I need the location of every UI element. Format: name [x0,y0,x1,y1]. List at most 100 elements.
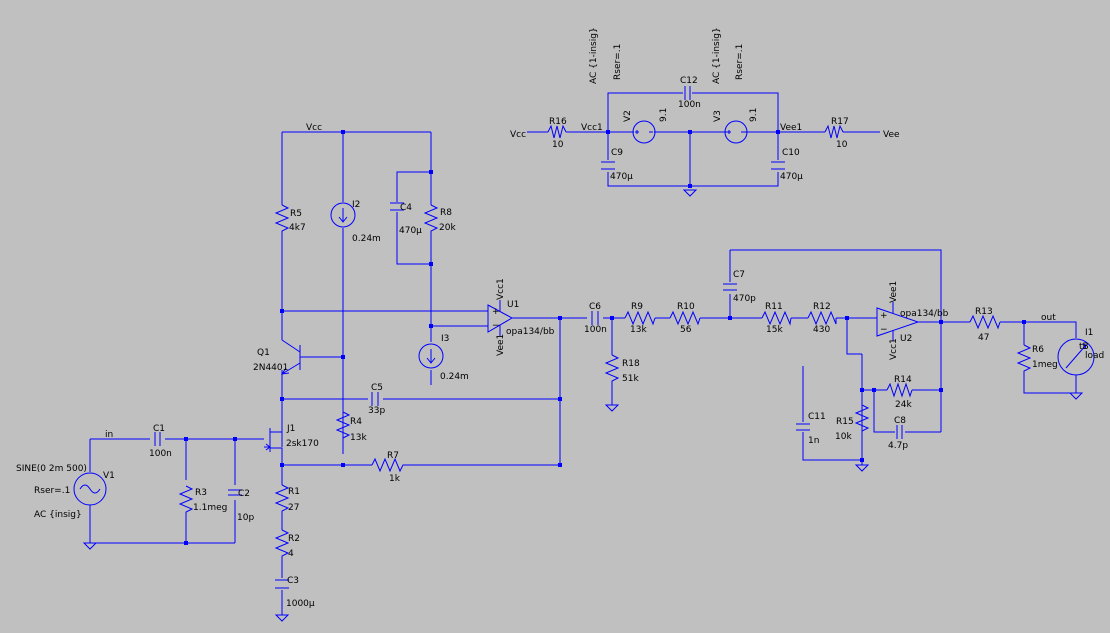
resistor-R5 [274,204,290,235]
opamp-U1-model: opa134/bb [506,327,555,337]
net-label-vee1: Vee1 [780,123,802,133]
capacitor-C6 [591,311,599,325]
resistor-R4-value: 13k [350,433,367,443]
opamp-U1: + − [487,300,514,336]
resistor-R7-value: 1k [389,474,401,484]
ground-symbol [1068,392,1084,400]
resistor-R4 [335,411,351,439]
resistor-R16 [547,124,567,139]
ground-symbol [274,614,290,622]
resistor-R18 [604,354,620,385]
net-label-vcc: Vcc [306,123,322,133]
resistor-R9-name: R9 [631,302,643,312]
resistor-R5-name: R5 [290,209,302,219]
wires [89,92,1077,615]
voltage-source-V1 [73,472,107,506]
resistor-R14-value: 24k [895,400,912,410]
capacitor-C3-name: C3 [287,576,299,586]
capacitor-C12-name: C12 [680,76,698,86]
net-label-out: out [1041,313,1056,323]
resistor-R13 [969,314,1001,330]
resistor-R15-name: R15 [836,417,854,427]
capacitor-C9-value: 470µ [610,172,633,182]
capacitor-symbols [154,86,903,589]
resistor-R4-name: R4 [350,417,362,427]
source-I1-tag: tB [1079,342,1089,352]
source-V2-value: 9.1 [659,108,669,122]
capacitor-C11-name: C11 [808,412,826,422]
resistor-R16-value: 10 [552,140,564,150]
net-label-vcc1: Vcc1 [581,123,603,133]
opamp-U2-vpos: Vee1 [889,281,899,303]
capacitor-C10-name: C10 [782,148,800,158]
capacitor-C2 [228,489,242,496]
resistor-R16-name: R16 [549,117,567,127]
resistor-R7-name: R7 [387,451,399,461]
opamp-U2: + − [876,302,920,341]
capacitor-C7-value: 470p [733,294,756,304]
capacitor-C4 [390,202,404,211]
capacitor-C10 [771,161,785,170]
resistor-R15 [854,404,870,438]
capacitor-C5-name: C5 [371,383,383,393]
capacitor-C12 [684,86,691,100]
capacitor-C7 [723,283,737,291]
resistor-R1 [274,484,290,515]
source-V2-ac: AC {1-insig} [589,27,599,84]
resistor-R11-name: R11 [765,302,783,312]
transistor-Q1-model: 2N4401 [253,363,288,373]
capacitor-C4-name: C4 [400,203,412,213]
ground-symbol [82,542,98,550]
voltage-source-V2 [632,120,656,144]
resistor-R8 [423,204,439,235]
opamp-U2-model: opa134/bb [900,309,949,319]
source-I3-name: I3 [441,334,449,344]
source-V2-rser: Rser=.1 [613,44,623,80]
resistor-R12 [807,310,837,326]
net-label-vee: Vee [883,130,900,140]
resistor-symbols [178,124,1032,560]
transistor-Q1-name: Q1 [257,348,270,358]
resistor-R17 [824,124,844,139]
capacitor-C11 [796,423,810,431]
opamp-U1-plus-pin: + [492,307,500,317]
resistor-R10 [669,310,701,326]
current-source-I1 [1057,338,1095,376]
opamp-U2-minus-pin: − [880,325,888,335]
capacitor-C5-value: 33p [368,406,385,416]
resistor-R9 [624,310,656,326]
source-V3-name: V3 [713,110,723,122]
source-V3-rser: Rser=.1 [735,44,745,80]
source-V1-name: V1 [103,471,115,481]
resistor-R8-name: R8 [440,208,452,218]
source-V1-line2: Rser=.1 [34,486,70,496]
source-V3-ac: AC {1-insig} [712,27,722,84]
resistor-R3-name: R3 [195,488,207,498]
capacitor-C3 [275,579,289,589]
capacitor-C8 [896,425,903,439]
source-I3-value: 0.24m [440,372,469,382]
resistor-R18-value: 51k [622,374,639,384]
resistor-R14-name: R14 [894,375,912,385]
net-label-in: in [105,430,113,440]
resistor-R10-name: R10 [677,302,695,312]
resistor-R15-value: 10k [835,432,852,442]
resistor-R18-name: R18 [622,359,640,369]
capacitor-C5 [371,392,379,406]
resistor-R3-value: 1.1meg [193,503,227,513]
ground-symbol [854,464,870,472]
opamp-U2-vneg: Vcc1 [889,338,899,360]
capacitor-C2-value: 10p [237,513,254,523]
capacitor-C12-value: 100n [678,100,701,110]
resistor-R8-value: 20k [439,223,456,233]
voltage-source-V3 [724,120,748,144]
resistor-R7 [371,457,405,473]
resistor-R2-name: R2 [288,534,300,544]
capacitor-C9-name: C9 [611,148,623,158]
source-V1-line1: SINE(0 2m 500) [16,464,87,474]
source-symbols [73,120,1095,506]
resistor-R11 [761,310,792,326]
resistor-R17-value: 10 [836,140,848,150]
resistor-R9-value: 13k [630,325,647,335]
transistor-J1-name: J1 [286,424,295,434]
